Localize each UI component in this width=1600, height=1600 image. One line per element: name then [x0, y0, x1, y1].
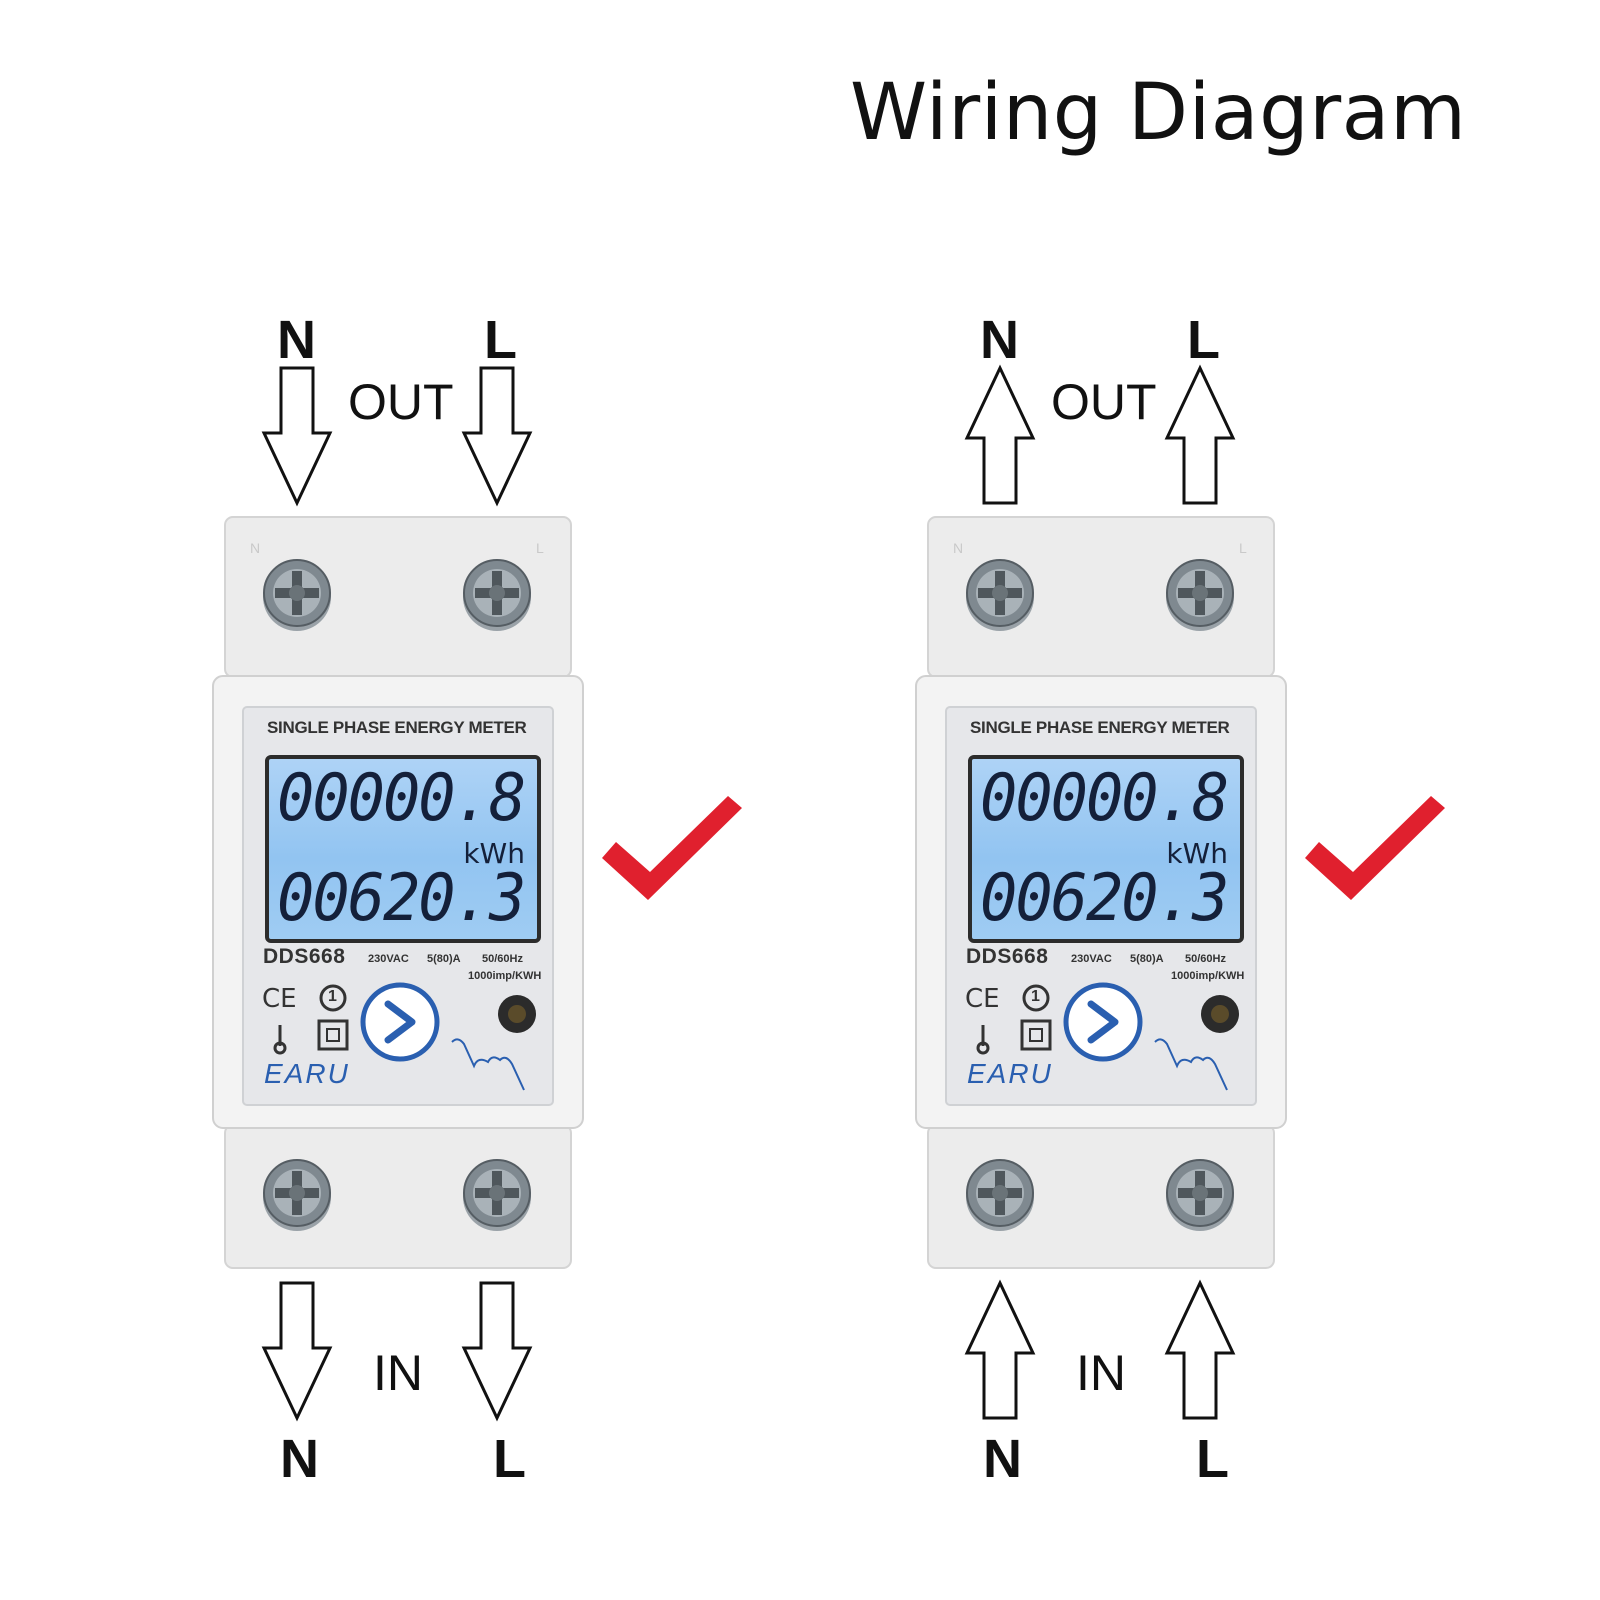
secondary-reading: 00620.3: [980, 859, 1229, 936]
hand-touch-icon: [1154, 1038, 1228, 1091]
terminal-l-marking: L: [536, 540, 544, 556]
arrow-bottom-l-up-arrow-icon: [1164, 1279, 1236, 1420]
terminal-screw-bottom-l: [1166, 1159, 1234, 1231]
current-rating: 5(80)A: [1130, 953, 1164, 965]
wiring-panel-down: N L OUT IN N L N L SINGLE PHASE ENERGY M…: [0, 0, 780, 1600]
arrow-top-l-down-arrow-icon: [461, 366, 533, 507]
model-number: DDS668: [966, 945, 1049, 968]
voltage-rating: 230VAC: [368, 953, 409, 965]
bottom-line-label: L: [493, 1429, 526, 1489]
bottom-line-label: L: [1196, 1429, 1229, 1489]
meter-title: SINGLE PHASE ENERGY METER: [970, 718, 1230, 737]
in-label: IN: [1076, 1345, 1126, 1401]
arrow-bottom-n-down-arrow-icon: [261, 1281, 333, 1422]
terminal-l-marking: L: [1239, 540, 1247, 556]
arrow-top-n-down-arrow-icon: [261, 366, 333, 507]
checkmark-icon: [1305, 796, 1445, 900]
bottom-neutral-label: N: [280, 1429, 319, 1489]
energy-reading: 00000.8: [277, 759, 526, 836]
page-button[interactable]: [1063, 982, 1143, 1062]
energy-reading: 00000.8: [980, 759, 1229, 836]
ce-mark: CE: [965, 984, 1000, 1014]
out-label: OUT: [1051, 374, 1157, 430]
impulse-rate: 1000imp/KWH: [1171, 970, 1245, 982]
secondary-reading: 00620.3: [277, 859, 526, 936]
thermometer-icon: [273, 1025, 287, 1055]
in-label: IN: [373, 1345, 423, 1401]
terminal-screw-bottom-n: [966, 1159, 1034, 1231]
terminal-screw-top-l: [1166, 559, 1234, 631]
model-number: DDS668: [263, 945, 346, 968]
current-rating: 5(80)A: [427, 953, 461, 965]
terminal-screw-bottom-l: [463, 1159, 531, 1231]
arrow-top-n-up-arrow-icon: [964, 364, 1036, 505]
arrow-bottom-n-up-arrow-icon: [964, 1279, 1036, 1420]
hand-touch-icon: [451, 1038, 525, 1091]
lcd-display: 00000.8 kWh 00620.3: [265, 755, 541, 943]
terminal-screw-top-n: [966, 559, 1034, 631]
page-button[interactable]: [360, 982, 440, 1062]
thermometer-icon: [976, 1025, 990, 1055]
class-1-icon: [1022, 984, 1050, 1012]
chevron-right-icon: [384, 1000, 416, 1044]
terminal-n-marking: N: [953, 540, 964, 556]
class-1-label: 1: [328, 988, 337, 1005]
top-line-label: L: [1187, 310, 1220, 370]
top-neutral-label: N: [980, 310, 1019, 370]
wiring-panel-up: N L OUT IN N L N L SINGLE PHASE ENERGY M…: [703, 0, 1483, 1600]
bottom-neutral-label: N: [983, 1429, 1022, 1489]
terminal-screw-top-n: [263, 559, 331, 631]
frequency-rating: 50/60Hz: [1185, 953, 1226, 965]
page-title: Wiring Diagram: [850, 68, 1467, 158]
ce-mark: CE: [262, 984, 297, 1014]
class-1-label: 1: [1031, 988, 1040, 1005]
meter-title: SINGLE PHASE ENERGY METER: [267, 718, 527, 737]
brand-logo: EARU: [967, 1058, 1053, 1089]
checkmark-icon: [602, 796, 742, 900]
lcd-display: 00000.8 kWh 00620.3: [968, 755, 1244, 943]
arrow-top-l-up-arrow-icon: [1164, 364, 1236, 505]
unit-label: kWh: [1166, 837, 1228, 870]
terminal-screw-top-l: [463, 559, 531, 631]
class-1-icon: [319, 984, 347, 1012]
double-insulation-icon: [1020, 1019, 1052, 1051]
double-insulation-icon: [317, 1019, 349, 1051]
frequency-rating: 50/60Hz: [482, 953, 523, 965]
unit-label: kWh: [463, 837, 525, 870]
out-label: OUT: [348, 374, 454, 430]
impulse-rate: 1000imp/KWH: [468, 970, 542, 982]
voltage-rating: 230VAC: [1071, 953, 1112, 965]
top-line-label: L: [484, 310, 517, 370]
brand-logo: EARU: [264, 1058, 350, 1089]
terminal-screw-bottom-n: [263, 1159, 331, 1231]
top-neutral-label: N: [277, 310, 316, 370]
chevron-right-icon: [1087, 1000, 1119, 1044]
terminal-n-marking: N: [250, 540, 261, 556]
arrow-bottom-l-down-arrow-icon: [461, 1281, 533, 1422]
